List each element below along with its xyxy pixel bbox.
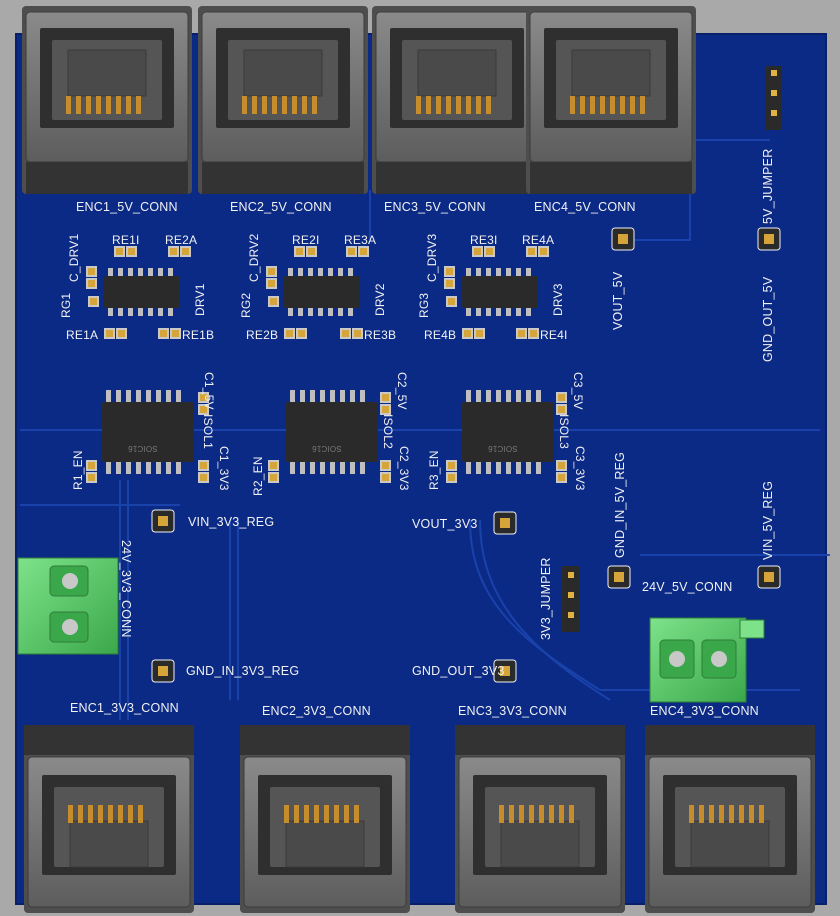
label-re4a: RE4A xyxy=(522,233,555,247)
label-enc4-5v-conn: ENC4_5V_CONN xyxy=(534,200,636,214)
label-gnd-out-5v: GND_OUT_5V xyxy=(761,276,775,362)
label-24v-3v3-conn: 24V_3V3_CONN xyxy=(119,540,133,638)
label-rg2: RG2 xyxy=(239,292,253,318)
label-3v3-jumper: 3V3_JUMPER xyxy=(539,557,553,640)
label-c-drv1: C_DRV1 xyxy=(67,233,81,282)
label-c2-5v: C2_5V xyxy=(395,372,409,410)
label-vout-3v3: VOUT_3V3 xyxy=(412,517,478,531)
label-c-drv2: C_DRV2 xyxy=(247,233,261,282)
label-isol3: ISOL3 xyxy=(557,414,571,450)
label-re3b: RE3B xyxy=(364,328,397,342)
label-c1-3v3: C1_3V3 xyxy=(217,446,231,491)
label-5v-jumper: 5V_JUMPER xyxy=(761,148,775,224)
label-drv2: DRV2 xyxy=(373,283,387,316)
label-re2i: RE2I xyxy=(292,233,320,247)
label-re1i: RE1I xyxy=(112,233,140,247)
label-enc1-5v-conn: ENC1_5V_CONN xyxy=(76,200,178,214)
chip-marking-isol3: SOIC16 xyxy=(488,444,518,453)
label-enc3-3v3-conn: ENC3_3V3_CONN xyxy=(458,704,567,718)
label-vin-3v3-reg: VIN_3V3_REG xyxy=(188,515,275,529)
label-rg3: RG3 xyxy=(417,292,431,318)
label-enc2-3v3-conn: ENC2_3V3_CONN xyxy=(262,704,371,718)
label-re2b: RE2B xyxy=(246,328,279,342)
label-isol2: ISOL2 xyxy=(381,414,395,450)
label-re1a: RE1A xyxy=(66,328,99,342)
label-gnd-in-3v3-reg: GND_IN_3V3_REG xyxy=(186,664,300,678)
label-drv1: DRV1 xyxy=(193,283,207,316)
label-enc3-5v-conn: ENC3_5V_CONN xyxy=(384,200,486,214)
label-c2-3v3: C2_3V3 xyxy=(397,446,411,491)
label-gnd-out-3v3: GND_OUT_3V3 xyxy=(412,664,505,678)
label-gnd-in-5v-reg: GND_IN_5V_REG xyxy=(613,451,627,558)
label-r3-en: R3_EN xyxy=(427,450,441,490)
label-vin-5v-reg: VIN_5V_REG xyxy=(761,480,775,560)
label-enc1-3v3-conn: ENC1_3V3_CONN xyxy=(70,701,179,715)
chip-marking-isol2: SOIC16 xyxy=(312,444,342,453)
label-c1-5v: C1_5V xyxy=(202,372,216,410)
label-re4b: RE4B xyxy=(424,328,457,342)
label-re4i: RE4I xyxy=(540,328,568,342)
label-enc2-5v-conn: ENC2_5V_CONN xyxy=(230,200,332,214)
label-r1-en: R1_EN xyxy=(71,450,85,490)
label-isol1: ISOL1 xyxy=(201,414,215,450)
label-c3-3v3: C3_3V3 xyxy=(573,446,587,491)
label-enc4-3v3-conn: ENC4_3V3_CONN xyxy=(650,704,759,718)
label-vout-5v: VOUT_5V xyxy=(611,271,625,330)
label-rg1: RG1 xyxy=(59,292,73,318)
label-r2-en: R2_EN xyxy=(251,456,265,496)
label-24v-5v-conn: 24V_5V_CONN xyxy=(642,580,733,594)
chip-marking-isol1: SOIC16 xyxy=(128,444,158,453)
label-re3i: RE3I xyxy=(470,233,498,247)
label-re3a: RE3A xyxy=(344,233,377,247)
label-c3-5v: C3_5V xyxy=(571,372,585,410)
label-drv3: DRV3 xyxy=(551,283,565,316)
label-c-drv3: C_DRV3 xyxy=(425,233,439,282)
label-re1b: RE1B xyxy=(182,328,215,342)
label-re2a: RE2A xyxy=(165,233,198,247)
